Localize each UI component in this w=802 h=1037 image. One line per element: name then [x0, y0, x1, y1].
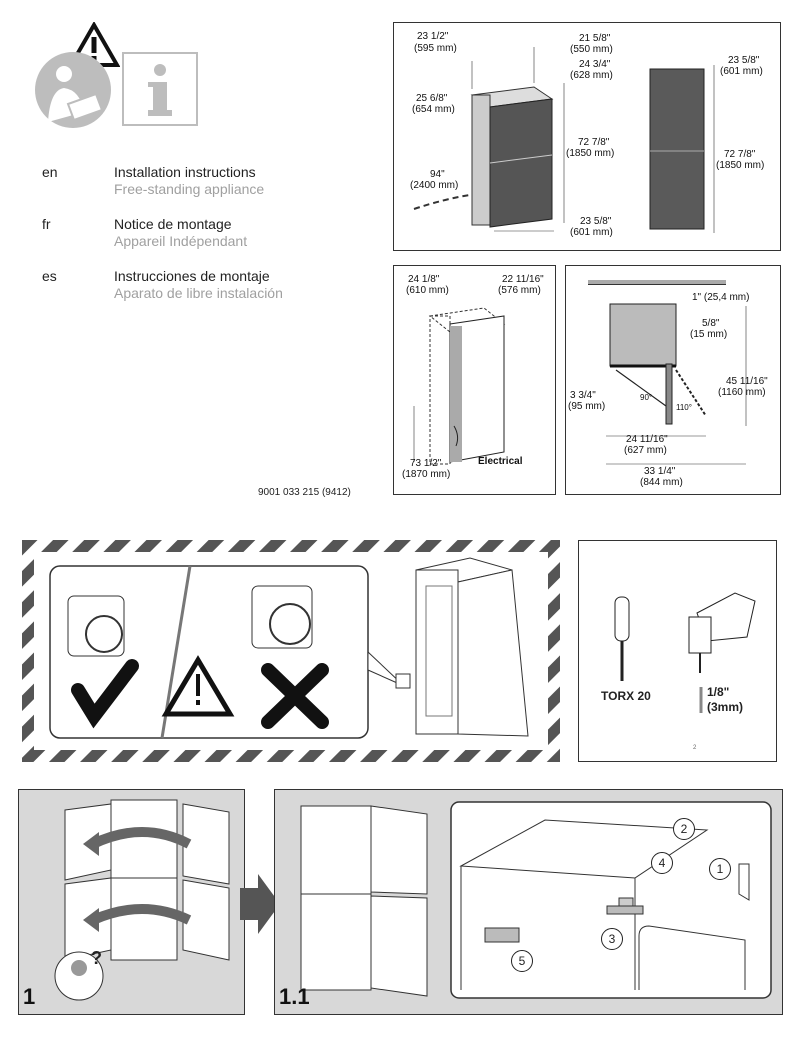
dim-w2-mm: (576 mm) [498, 285, 541, 296]
dim-front-width-mm: (601 mm) [720, 66, 763, 77]
clearance-panel: 1" (25,4 mm) 5/8" (15 mm) 3 3/4" (95 mm)… [565, 265, 781, 495]
electrical-warning-panel [22, 540, 560, 762]
dim-front-width: 23 5/8" [728, 55, 760, 66]
read-manual-icon [28, 50, 122, 130]
lang-code-fr: fr [42, 216, 51, 232]
dim-handle: 25 6/8" [416, 93, 448, 104]
info-icon [122, 52, 198, 126]
arrow-right-icon [240, 874, 280, 934]
dim-depth2: 24 3/4" [579, 59, 611, 70]
clear-total: 33 1/4" [644, 466, 676, 477]
dim-handle-mm: (654 mm) [412, 104, 455, 115]
dim-depth-mm: (550 mm) [570, 44, 613, 55]
dimensions-panel-mid: 24 1/8" (610 mm) 22 11/16" (576 mm) 73 1… [393, 265, 556, 495]
dim-base-width-mm: (601 mm) [570, 227, 613, 238]
svg-text:?: ? [91, 948, 102, 968]
dim-h-mm: (1870 mm) [402, 469, 451, 480]
callout-5: 5 [511, 950, 533, 972]
dim-h: 73 1/2" [410, 458, 442, 469]
electrical-label: Electrical [478, 456, 523, 467]
step-1-label: 1 [23, 984, 36, 1009]
step11-panel: 2 4 1 3 5 1.1 [274, 789, 783, 1015]
clear-top: 1" (25,4 mm) [692, 292, 750, 303]
clear-side: 5/8" [702, 318, 720, 329]
clear-depth-mm: (627 mm) [624, 445, 667, 456]
dim-depth: 21 5/8" [579, 33, 611, 44]
clear-side-mm: (15 mm) [690, 329, 728, 340]
dim-front-height-mm: (1850 mm) [716, 160, 765, 171]
callout-3: 3 [601, 928, 623, 950]
step-11-label: 1.1 [279, 984, 310, 1009]
clear-door-depth-mm: (1160 mm) [718, 387, 766, 398]
subtitle-en: Free-standing appliance [114, 181, 265, 197]
title-es: Instrucciones de montaje [114, 268, 270, 284]
clear-gap-mm: (95 mm) [568, 401, 606, 412]
clear-gap: 3 3/4" [570, 390, 596, 401]
lang-code-es: es [42, 268, 57, 284]
subtitle-es: Aparato de libre instalación [114, 285, 283, 301]
dim-w2: 22 11/16" [502, 274, 544, 285]
dim-width: 23 1/2" [417, 31, 449, 42]
dim-w1-mm: (610 mm) [406, 285, 449, 296]
title-fr: Notice de montage [114, 216, 232, 232]
subtitle-fr: Appareil Indépendant [114, 233, 248, 249]
callout-4: 4 [651, 852, 673, 874]
dimensions-panel-top: 23 1/2" (595 mm) 21 5/8" (550 mm) 24 3/4… [393, 22, 781, 251]
clear-total-mm: (844 mm) [640, 477, 683, 488]
clear-door-depth: 45 11/16" [726, 376, 768, 387]
dim-width-mm: (595 mm) [414, 43, 457, 54]
dim-height-mm: (1850 mm) [566, 148, 615, 159]
doc-number: 9001 033 215 (9412) [258, 487, 351, 498]
dim-height: 72 7/8" [578, 137, 610, 148]
callout-1: 1 [709, 858, 731, 880]
page-mark: 2 [693, 745, 697, 751]
dim-w1: 24 1/8" [408, 274, 440, 285]
step1-panel: ? 1 [18, 789, 245, 1015]
title-en: Installation instructions [114, 164, 256, 180]
clear-depth: 24 11/16" [626, 434, 668, 445]
tools-panel: TORX 20 1/8" (3mm) 2 [578, 540, 777, 762]
drill-size: 1/8" [707, 685, 730, 699]
callout-2: 2 [673, 818, 695, 840]
lang-code-en: en [42, 164, 58, 180]
drill-size-mm: (3mm) [707, 700, 744, 714]
angle-110: 110° [676, 403, 692, 412]
dim-base-width: 23 5/8" [580, 216, 612, 227]
dim-cord-mm: (2400 mm) [410, 180, 459, 191]
dim-cord: 94" [430, 169, 445, 180]
angle-90: 90° [640, 393, 653, 402]
dim-front-height: 72 7/8" [724, 149, 756, 160]
torx-label: TORX 20 [601, 689, 651, 703]
dim-depth2-mm: (628 mm) [570, 70, 613, 81]
